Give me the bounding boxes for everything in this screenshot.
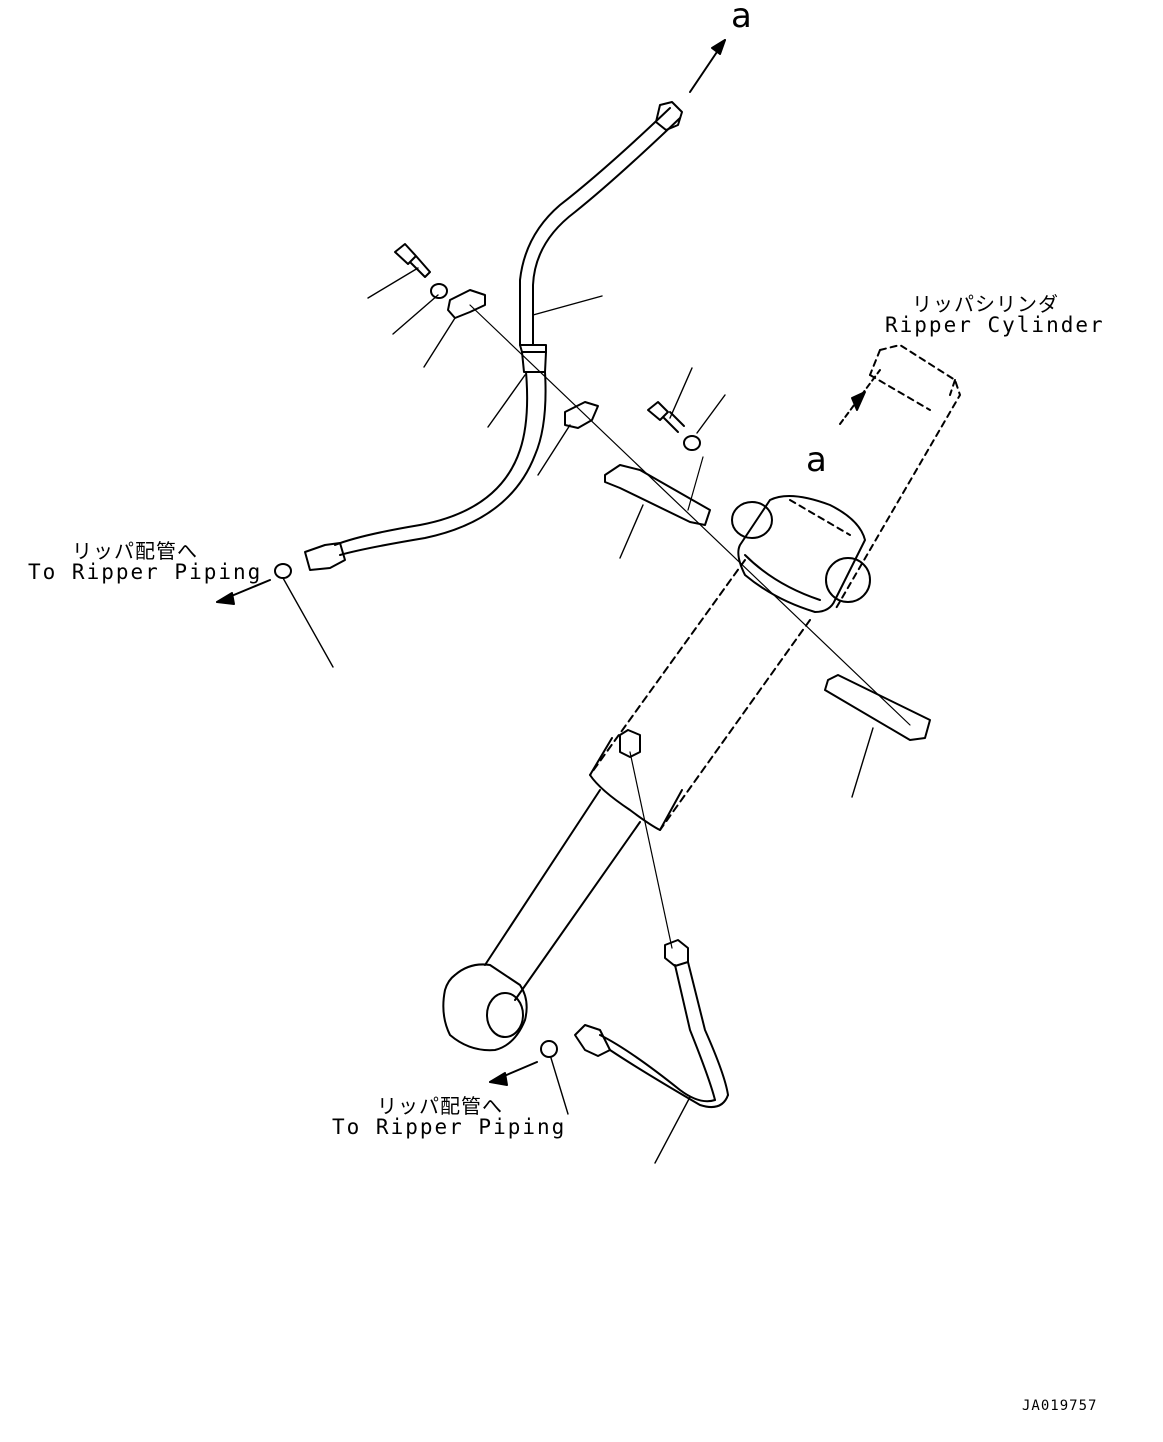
o-ring-bottom — [541, 1041, 557, 1057]
washer-2 — [684, 436, 700, 450]
cylinder-head-dashed-inner — [790, 375, 930, 535]
ref-a-top: a — [731, 0, 752, 36]
cylinder-collar-ring — [745, 555, 820, 600]
piping-top-label-en: To Ripper Piping — [28, 560, 263, 584]
trunnion-right — [826, 558, 870, 602]
hose-end-fitting-top — [656, 102, 682, 130]
trunnion-left — [732, 502, 772, 538]
hose-end-fitting-bottom-top — [665, 940, 688, 966]
hose-end-fitting-left — [305, 543, 345, 570]
bracket-1 — [605, 465, 710, 525]
cylinder-label-en: Ripper Cylinder — [885, 313, 1105, 337]
ref-a-cylinder: a — [806, 440, 827, 480]
piston-rod — [485, 790, 640, 1000]
port-fitting — [620, 730, 640, 757]
drawing-code: JA019757 — [1022, 1398, 1098, 1414]
cylinder-label-jp: リッパシリンダ — [912, 292, 1059, 316]
clamp-2 — [565, 402, 598, 428]
piping-top-label-jp: リッパ配管へ — [72, 539, 198, 563]
piping-bottom-label-en: To Ripper Piping — [332, 1115, 567, 1139]
piping-bottom-label-jp: リッパ配管へ — [377, 1094, 503, 1118]
direction-arrows — [217, 40, 880, 1085]
cylinder-head-dashed — [835, 345, 960, 610]
bracket-2 — [825, 675, 930, 740]
bolt-1 — [395, 244, 430, 277]
bolt-2 — [648, 402, 684, 432]
cylinder-collar — [738, 496, 865, 612]
rod-eye — [443, 964, 526, 1050]
upper-hose — [275, 102, 682, 578]
hardware — [395, 244, 930, 740]
clamp-1 — [448, 290, 485, 318]
hose-elbow-fitting — [575, 1025, 610, 1056]
o-ring-top — [275, 564, 291, 578]
assembly-lines — [470, 305, 910, 948]
ripper-cylinder — [443, 345, 960, 1050]
washer-1 — [431, 284, 447, 298]
lower-hose — [541, 940, 728, 1107]
rod-eye-hole — [487, 993, 523, 1037]
leader-lines — [283, 268, 873, 1163]
rod-gland — [590, 738, 682, 830]
cylinder-barrel-dashed — [590, 560, 810, 830]
